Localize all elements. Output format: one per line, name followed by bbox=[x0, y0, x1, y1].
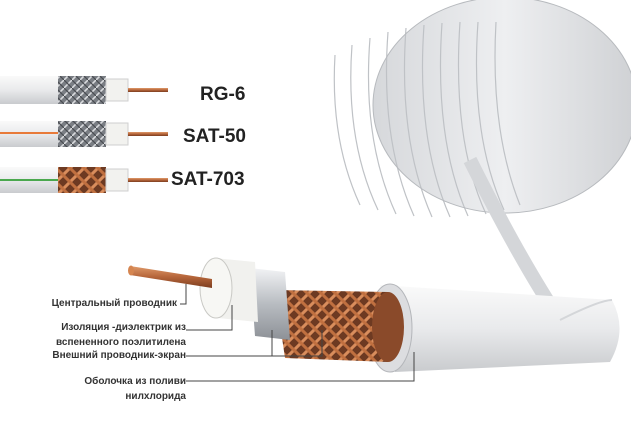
leader-jacket bbox=[186, 352, 415, 382]
dielectric-end bbox=[199, 257, 233, 319]
callout-jacket-line2: нилхлорида bbox=[125, 391, 186, 402]
callout-outer-shield: Внешний проводник-экран bbox=[52, 348, 186, 363]
callout-leaders bbox=[180, 284, 415, 382]
cable-cutaway bbox=[128, 257, 620, 373]
callout-center-conductor-text: Центральный проводник bbox=[51, 298, 177, 309]
callout-outer-shield-text: Внешний проводник-экран bbox=[52, 350, 186, 361]
callout-dielectric-line1: Изоляция -диэлектрик из bbox=[61, 322, 186, 333]
cable-sample-rg6 bbox=[0, 76, 168, 104]
callout-center-conductor: Центральный проводник bbox=[52, 296, 177, 311]
cable-type-label-sat50: SAT-50 bbox=[183, 126, 247, 147]
cable-type-label-sat703: SAT-703 bbox=[171, 169, 245, 190]
cable-sample-sat50 bbox=[0, 121, 168, 147]
center-conductor bbox=[130, 266, 212, 288]
cable-coil bbox=[333, 0, 631, 324]
callout-dielectric: Изоляция -диэлектрик из вспененного поэл… bbox=[56, 320, 186, 350]
cable-sample-sat703 bbox=[0, 167, 168, 193]
callout-jacket: Оболочка из поливи нилхлорида bbox=[84, 374, 186, 404]
callout-jacket-line1: Оболочка из поливи bbox=[84, 376, 186, 387]
leader-conductor bbox=[180, 284, 187, 305]
leader-braid bbox=[186, 330, 323, 357]
cable-type-label-rg6: RG-6 bbox=[200, 84, 246, 105]
leader-dielectric bbox=[186, 305, 233, 331]
callout-dielectric-line2: вспененного поэлитилена bbox=[56, 337, 186, 348]
